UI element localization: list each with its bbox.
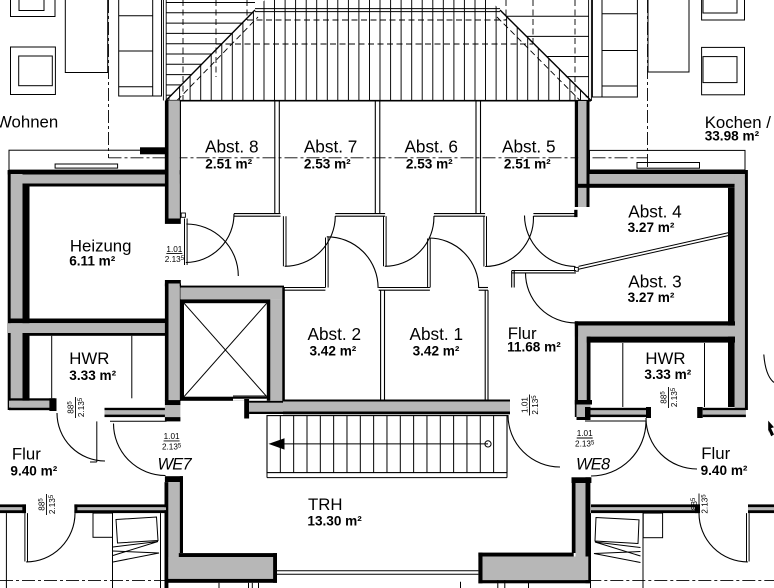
- svg-text:13.30 m²: 13.30 m²: [307, 514, 362, 529]
- svg-text:Abst. 1: Abst. 1: [410, 324, 464, 344]
- svg-text:Heizung: Heizung: [70, 237, 132, 256]
- svg-text:Abst. 8: Abst. 8: [205, 137, 259, 157]
- svg-text:11.68 m²: 11.68 m²: [507, 340, 561, 355]
- svg-text:WE8: WE8: [576, 456, 611, 474]
- svg-text:Flur: Flur: [701, 444, 730, 463]
- svg-text:3.27 m²: 3.27 m²: [628, 220, 675, 235]
- svg-text:HWR: HWR: [69, 349, 109, 368]
- svg-text:885: 885: [660, 391, 669, 404]
- svg-text:Abst. 2: Abst. 2: [308, 324, 362, 344]
- svg-text:Kochen / Essen: Kochen / Essen: [705, 113, 774, 132]
- svg-text:Abst. 5: Abst. 5: [502, 137, 556, 157]
- svg-text:2.135: 2.135: [77, 397, 86, 417]
- svg-text:2.135: 2.135: [531, 395, 540, 415]
- svg-text:3.42 m²: 3.42 m²: [413, 344, 460, 359]
- svg-text:Flur: Flur: [12, 444, 41, 463]
- svg-text:3.33 m²: 3.33 m²: [69, 368, 116, 383]
- svg-text:2.51 m²: 2.51 m²: [205, 156, 252, 171]
- svg-text:9.40 m²: 9.40 m²: [10, 464, 57, 479]
- svg-text:3.33 m²: 3.33 m²: [644, 367, 691, 382]
- svg-text:2.53 m²: 2.53 m²: [304, 156, 351, 171]
- svg-text:Abst. 4: Abst. 4: [628, 201, 682, 221]
- svg-text:2.135: 2.135: [575, 440, 595, 449]
- svg-text:9.40 m²: 9.40 m²: [701, 463, 748, 478]
- svg-text:2.135: 2.135: [165, 255, 185, 264]
- svg-text:6.11 m²: 6.11 m²: [69, 254, 116, 269]
- svg-text:2.135: 2.135: [701, 494, 710, 514]
- svg-text:2.53 m²: 2.53 m²: [406, 156, 453, 171]
- svg-text:1.01: 1.01: [166, 245, 182, 254]
- svg-text:WE7: WE7: [158, 456, 193, 474]
- svg-text:1.01: 1.01: [577, 429, 593, 438]
- svg-text:2.51 m²: 2.51 m²: [504, 156, 551, 171]
- svg-text:Abst. 6: Abst. 6: [404, 137, 458, 157]
- svg-text:Abst. 7: Abst. 7: [304, 137, 358, 157]
- svg-text:2.135: 2.135: [48, 494, 57, 514]
- svg-text:885: 885: [67, 401, 76, 414]
- svg-text:1.01: 1.01: [164, 432, 180, 441]
- svg-text:TRH: TRH: [308, 495, 343, 514]
- svg-text:HWR: HWR: [645, 349, 685, 368]
- svg-text:885: 885: [38, 498, 47, 511]
- svg-text:33.98 m²: 33.98 m²: [705, 129, 760, 144]
- svg-text:Flur: Flur: [508, 324, 537, 343]
- svg-text:Wohnen: Wohnen: [0, 113, 58, 132]
- svg-text:2.135: 2.135: [670, 387, 679, 407]
- svg-text:3.27 m²: 3.27 m²: [628, 290, 675, 305]
- svg-text:Abst. 3: Abst. 3: [628, 272, 682, 292]
- svg-text:2.135: 2.135: [162, 443, 182, 452]
- svg-text:885: 885: [690, 497, 699, 510]
- svg-text:1.01: 1.01: [521, 397, 530, 413]
- svg-text:3.42 m²: 3.42 m²: [309, 344, 356, 359]
